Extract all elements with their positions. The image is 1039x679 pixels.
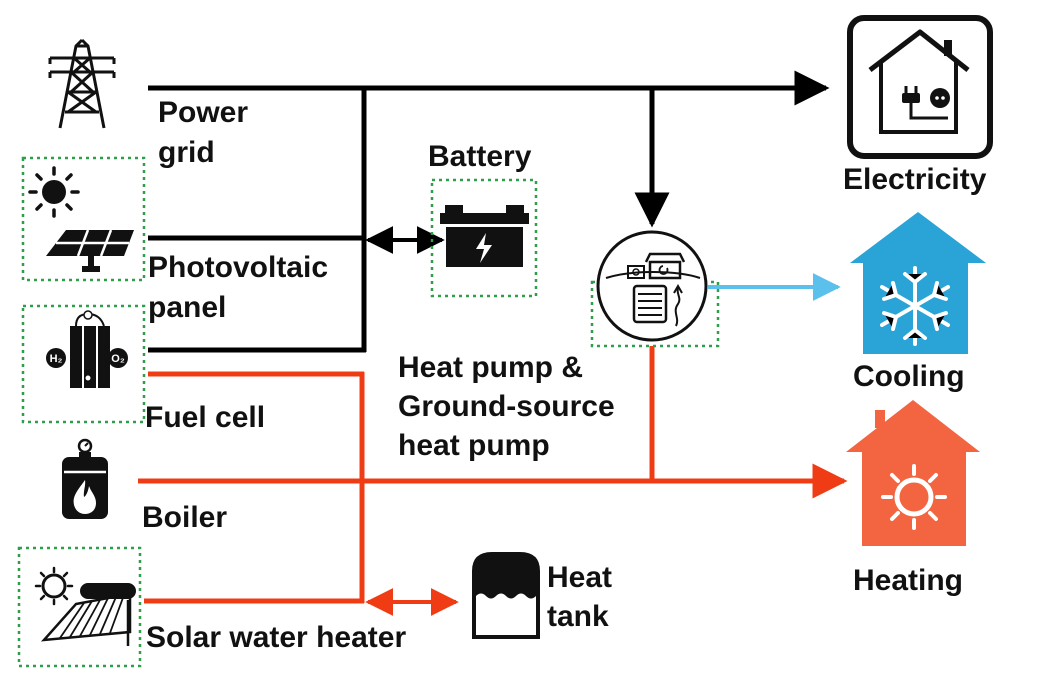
heating-label: Heating	[853, 564, 964, 597]
photovoltaic-label-line1: Photovoltaic	[148, 251, 329, 284]
sun-and-solar-panel-icon	[28, 166, 134, 272]
photovoltaic-label-line2: panel	[148, 291, 227, 324]
transmission-tower-icon	[48, 38, 116, 129]
cooling-label: Cooling	[853, 360, 965, 393]
sun-house-icon	[846, 400, 980, 546]
fuel-cell-label: Fuel cell	[145, 401, 266, 434]
house-plug-icon	[847, 15, 993, 159]
electric-lines	[148, 70, 830, 353]
solar-water-box	[17, 546, 142, 668]
power-grid-label-line1: Power	[158, 96, 249, 129]
power-grid-label-line2: grid	[158, 136, 215, 169]
fuel-cell-box	[21, 304, 146, 424]
heat-tank-label-line1: Heat	[547, 561, 613, 594]
boiler-label: Boiler	[142, 501, 228, 534]
fuel-cell-icon: H₂ O₂	[46, 310, 128, 388]
heat-lines	[138, 346, 848, 616]
battery-label: Battery	[428, 140, 532, 173]
battery-box	[430, 178, 538, 298]
heat-tank-label-line2: tank	[547, 600, 609, 633]
water-tank-icon	[472, 552, 540, 639]
electricity-label: Electricity	[843, 163, 987, 196]
solar-water-heater-icon	[34, 566, 136, 646]
heat-pump-label-line2: Ground-source	[398, 390, 615, 423]
heat-pump-label-line1: Heat pump &	[398, 351, 584, 384]
pv-box	[21, 156, 146, 282]
ground-source-heat-pump-icon	[596, 230, 708, 342]
battery-icon	[440, 205, 529, 267]
heat-pump-label-line3: heat pump	[398, 429, 550, 462]
flame-boiler-icon	[62, 438, 108, 519]
fuel-cell-h2-label: H₂	[50, 353, 63, 365]
solar-water-heater-label: Solar water heater	[146, 621, 407, 654]
fuel-cell-o2-label: O₂	[111, 353, 125, 365]
snowflake-house-icon	[850, 212, 986, 354]
